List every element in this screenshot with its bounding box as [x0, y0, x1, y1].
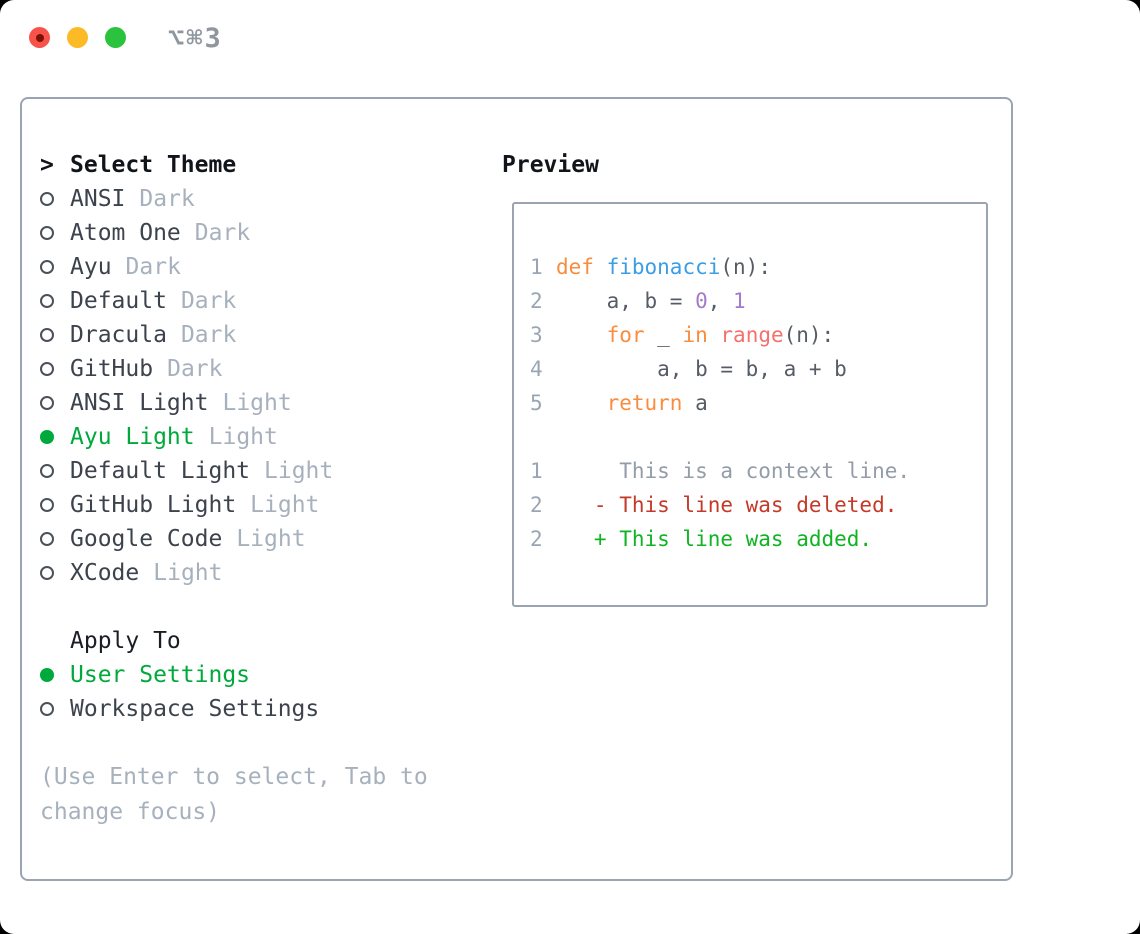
theme-item-dracula-dark[interactable]: Dracula Dark: [40, 318, 470, 352]
line-number: 1: [530, 255, 543, 279]
theme-item-ayu-light[interactable]: Ayu Light Light: [40, 420, 470, 454]
theme-variant: Light: [250, 492, 320, 518]
line-number: 5: [530, 391, 543, 415]
theme-item-atom-one-dark[interactable]: Atom One Dark: [40, 216, 470, 250]
theme-variant: Light: [153, 560, 223, 586]
line-number: 2: [530, 527, 543, 551]
radio-icon: [40, 226, 54, 240]
code-line: 4 a, b = b, a + b: [530, 357, 847, 381]
section-title: Apply To: [70, 628, 181, 654]
preview-pane: 1 def fibonacci (n): 2 a, b = 0 , 1 3 fo…: [512, 202, 988, 607]
keyboard-hint: (Use Enter to select, Tab to change focu…: [40, 764, 428, 825]
apply-to-workspace-settings[interactable]: Workspace Settings: [40, 692, 470, 726]
radio-icon: [40, 532, 54, 546]
line-number: 2: [530, 289, 543, 313]
minimize-button[interactable]: [67, 27, 88, 48]
radio-icon: [40, 498, 54, 512]
close-button[interactable]: [29, 27, 50, 48]
radio-icon: [40, 362, 54, 376]
theme-item-ayu-dark[interactable]: Ayu Dark: [40, 250, 470, 284]
theme-selector-panel: > Select Theme ANSI Dark Atom One Dark A…: [20, 97, 1013, 881]
code-line: 1 def fibonacci (n):: [530, 255, 771, 279]
theme-item-default-light[interactable]: Default Light Light: [40, 454, 470, 488]
diff-added-line: 2 + This line was added.: [530, 527, 873, 551]
theme-variant: Dark: [167, 356, 223, 382]
theme-item-ansi-dark[interactable]: ANSI Dark: [40, 182, 470, 216]
zoom-button[interactable]: [105, 27, 126, 48]
theme-variant: Dark: [180, 322, 237, 348]
radio-icon: [40, 260, 54, 274]
radio-icon: [40, 192, 54, 206]
code-line: 2 a, b = 0 , 1: [530, 289, 746, 313]
theme-item-github-light[interactable]: GitHub Light Light: [40, 488, 470, 522]
select-theme-header: > Select Theme: [40, 148, 470, 182]
radio-icon: [40, 294, 54, 308]
theme-item-google-code[interactable]: Google Code Light: [40, 522, 470, 556]
line-number: 2: [530, 493, 543, 517]
diff-context-line: 1 This is a context line.: [530, 459, 911, 483]
window-title: ⌥⌘3: [168, 23, 223, 54]
chevron-right-icon: >: [40, 152, 54, 178]
theme-item-default-dark[interactable]: Default Dark: [40, 284, 470, 318]
theme-variant: Dark: [180, 288, 237, 314]
apply-to-header: Apply To: [40, 624, 470, 658]
theme-variant: Dark: [194, 220, 251, 246]
radio-icon: [40, 566, 54, 580]
radio-selected-icon: [40, 430, 54, 444]
line-number: 1: [530, 459, 543, 483]
theme-item-github-dark[interactable]: GitHub Dark: [40, 352, 470, 386]
radio-icon: [40, 396, 54, 410]
preview-header: Preview: [502, 152, 599, 178]
radio-selected-icon: [40, 668, 54, 682]
theme-variant: Light: [236, 526, 306, 552]
traffic-light-buttons: [29, 27, 126, 48]
radio-icon: [40, 328, 54, 342]
section-title: Select Theme: [70, 152, 237, 178]
theme-variant: Light: [208, 424, 278, 450]
theme-list: > Select Theme ANSI Dark Atom One Dark A…: [40, 148, 470, 830]
theme-variant: Dark: [139, 186, 195, 212]
theme-variant: Dark: [125, 254, 181, 280]
radio-icon: [40, 702, 54, 716]
focus-cursor: >: [40, 152, 70, 178]
theme-item-ansi-light[interactable]: ANSI Light Light: [40, 386, 470, 420]
line-number: 3: [530, 323, 543, 347]
code-line: 5 return a: [530, 391, 708, 415]
radio-icon: [40, 464, 54, 478]
line-number: 4: [530, 357, 543, 381]
title-bar: ⌥⌘3: [0, 0, 1140, 70]
code-line: 3 for _ in range (n):: [530, 323, 835, 347]
theme-variant: Light: [222, 390, 292, 416]
theme-variant: Light: [264, 458, 334, 484]
theme-item-xcode[interactable]: XCode Light: [40, 556, 470, 590]
apply-to-user-settings[interactable]: User Settings: [40, 658, 470, 692]
diff-deleted-line: 2 - This line was deleted.: [530, 493, 898, 517]
